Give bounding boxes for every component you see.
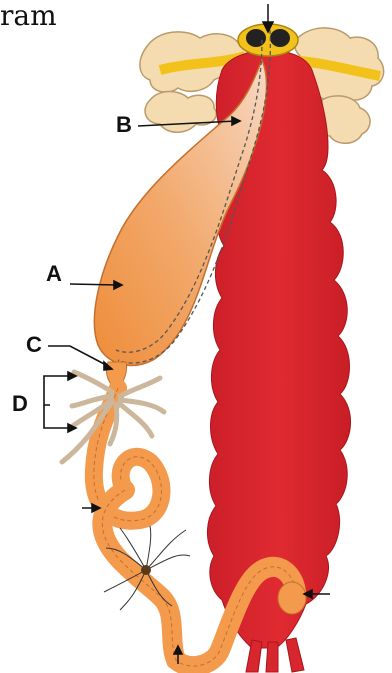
label-d: D xyxy=(12,393,28,415)
insect-tail xyxy=(246,638,304,672)
label-c: C xyxy=(26,334,42,356)
label-b: B xyxy=(116,114,132,136)
label-a: A xyxy=(46,263,62,285)
